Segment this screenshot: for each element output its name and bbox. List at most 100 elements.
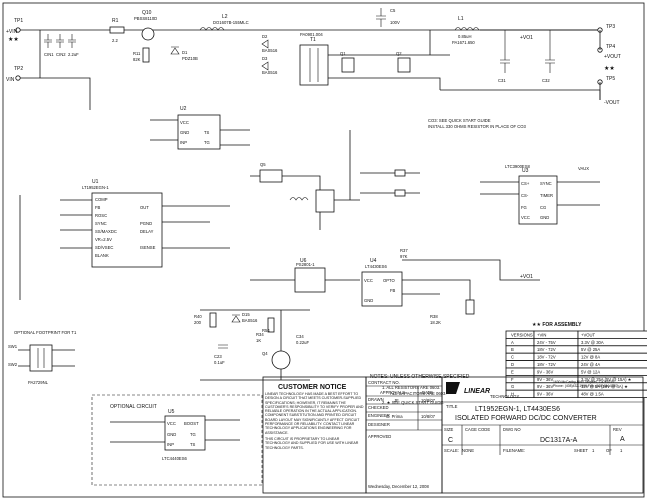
company-name: LINEAR — [464, 388, 490, 395]
svg-text:INP: INP — [167, 442, 174, 447]
tp2-terminal[interactable] — [15, 75, 21, 81]
u2-ic — [177, 114, 221, 150]
assembly-cell: 18V - 72V — [537, 355, 556, 360]
assembly-cell: 9V - 36V — [537, 369, 554, 374]
svg-text:VCC: VCC — [180, 120, 189, 125]
svg-text:VCC: VCC — [521, 215, 530, 220]
svg-text:ISENSE: ISENSE — [140, 245, 156, 250]
optional-circuit-box — [91, 394, 263, 486]
svg-text:C23: C23 — [214, 354, 222, 359]
d2-label: D2 — [262, 34, 268, 39]
assembly-cell: 5V @ 12A — [581, 369, 600, 374]
svg-text:LTC4440ES6: LTC4440ES6 — [162, 456, 188, 461]
assembly-cell: 18V - 72V — [537, 347, 556, 352]
vin-label: VIN — [6, 77, 15, 83]
t1-label: T1 — [310, 37, 316, 43]
svg-text:ROSC: ROSC — [95, 213, 107, 218]
svg-text:TG: TG — [204, 140, 210, 145]
note-2: 2. ★ SEE QUICK START GUIDE. — [382, 400, 444, 405]
u1-label: U1 — [92, 179, 99, 185]
lower-mid: R40 200 D15 BAS516 R34 1K C23 0.1uF Q4 R… — [194, 309, 310, 381]
u1-ic — [91, 192, 163, 268]
l2-value: DO1607B-155MLC — [213, 20, 249, 25]
vout-plus-label: +VOUT — [604, 54, 621, 60]
svg-text:CONTRACT NO.: CONTRACT NO. — [368, 380, 400, 385]
vin-plus-label: +VIN — [6, 29, 18, 35]
q1-label: Q1 — [340, 51, 346, 56]
u3-label: U3 — [522, 168, 529, 174]
svg-text:U6: U6 — [300, 258, 307, 264]
svg-text:97K: 97K — [400, 254, 408, 259]
tp3-label: TP3 — [606, 24, 615, 30]
co3-note: CO3: SEE QUICK START GUIDE — [428, 118, 491, 123]
note-1: 1. ALL RESISTORS ARE 0603. — [382, 385, 440, 390]
assembly-cell: F — [511, 377, 514, 382]
power-stage: T1 PA0901.004 C5 100V L1 0.85uH PA1671.6… — [299, 8, 601, 100]
assembly-cell: 9V - 36V — [537, 384, 554, 389]
c32-label: C32 — [542, 78, 550, 83]
l1-label: L1 — [458, 16, 464, 22]
svg-text:DESIGNER: DESIGNER — [368, 422, 390, 427]
svg-text:C34: C34 — [296, 334, 304, 339]
assembly-cell-box — [577, 389, 647, 399]
svg-text:OPTO: OPTO — [383, 278, 396, 283]
assembly-header-cell: +VIN — [537, 332, 546, 337]
svg-text:TITLE: TITLE — [446, 404, 458, 409]
l1-value: 0.85uH — [458, 34, 472, 39]
svg-text:TS: TS — [204, 130, 210, 135]
r1-label: R1 — [112, 18, 119, 24]
svg-text:1: 1 — [620, 448, 623, 453]
svg-text:R34: R34 — [256, 332, 264, 337]
assembly-cell: C — [511, 355, 514, 360]
assembly-cell: G — [511, 384, 514, 389]
svg-text:VCC: VCC — [364, 278, 373, 283]
revision: A — [620, 436, 625, 443]
tp5-label: TP5 — [606, 76, 615, 82]
svg-text:200: 200 — [194, 320, 202, 325]
assembly-cell: 12V @ 8A — [581, 355, 600, 360]
tp1-stars: ★★ — [8, 36, 19, 43]
vout-minus-label: -VOUT — [604, 100, 620, 106]
svg-text:PS2801-1: PS2801-1 — [296, 262, 315, 267]
svg-text:INP: INP — [180, 140, 187, 145]
svg-text:DELAY: DELAY — [140, 229, 154, 234]
assembly-header-cell: +VOUT — [581, 332, 596, 337]
svg-text:SHEET: SHEET — [574, 448, 588, 453]
svg-text:0.1uF: 0.1uF — [214, 360, 225, 365]
u5-label: U5 — [168, 409, 175, 415]
svg-text:NONE: NONE — [462, 448, 474, 453]
svg-text:FG: FG — [521, 205, 527, 210]
svg-text:R38: R38 — [430, 314, 438, 319]
c5-value: 100V — [390, 20, 400, 25]
tp4-stars: ★★ — [604, 65, 615, 72]
d2-value: BAS516 — [262, 48, 278, 53]
svg-text:OUT: OUT — [140, 205, 149, 210]
assembly-cell: 18V - 72V — [537, 362, 556, 367]
l2-inductor — [199, 27, 225, 31]
assembly-cell: B — [511, 347, 514, 352]
vo1-label: +VO1 — [520, 35, 533, 41]
drawing-title-2: ISOLATED FORWARD DC/DC CONVERTER — [455, 415, 597, 422]
svg-text:SYNC: SYNC — [95, 221, 107, 226]
assembly-cell: D — [511, 362, 514, 367]
svg-text:SIZE: SIZE — [444, 427, 454, 432]
svg-text:1: 1 — [592, 448, 595, 453]
t1-alt-footprint — [29, 344, 53, 372]
svg-text:CHECKED: CHECKED — [368, 405, 388, 410]
customer-notice-body2: THIS CIRCUIT IS PROPRIETARY TO LINEAR TE… — [265, 436, 359, 450]
svg-text:VAUX: VAUX — [578, 166, 589, 171]
d3-diode — [261, 61, 269, 71]
assembly-cell: 3.3V @ 30A — [581, 340, 604, 345]
size-value: C — [448, 437, 453, 444]
tp1-label: TP1 — [14, 18, 23, 24]
svg-text:O. Prima: O. Prima — [386, 414, 403, 419]
u4-value: LT4430ES6 — [365, 264, 387, 269]
drawing-title-1: LT1952EGN-1, LT4430ES6 — [475, 406, 560, 413]
svg-text:TG: TG — [190, 432, 196, 437]
assembly-cell: 24V @ 4A — [581, 362, 600, 367]
q4-mosfet — [271, 350, 291, 370]
assembly-heading: ★★ FOR ASSEMBLY — [532, 322, 582, 328]
u4-ic — [361, 271, 403, 307]
